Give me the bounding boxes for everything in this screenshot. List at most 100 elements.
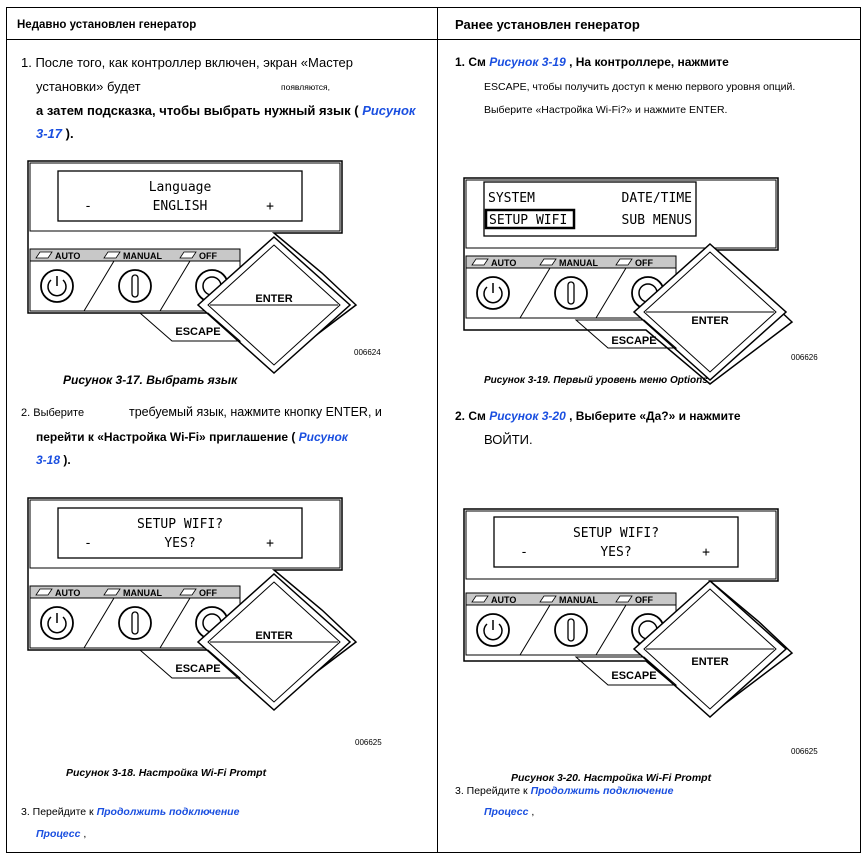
enter-button-inner bbox=[643, 251, 777, 373]
power-icon bbox=[483, 623, 503, 641]
auto-label: AUTO bbox=[55, 588, 80, 598]
menu-setup-wifi[interactable]: SETUP WIFI bbox=[489, 213, 567, 228]
controller-outline bbox=[463, 177, 794, 385]
manual-icon bbox=[567, 281, 575, 305]
left-step3-suffix: , bbox=[80, 828, 87, 840]
lcd-minus: - bbox=[84, 199, 92, 214]
off-label: OFF bbox=[635, 258, 653, 268]
left-column-header: Недавно установлен генератор bbox=[17, 19, 197, 31]
power-icon bbox=[483, 286, 503, 304]
divider bbox=[159, 260, 191, 312]
auto-led-icon bbox=[471, 258, 489, 266]
divider bbox=[595, 267, 627, 319]
figure-code: 006626 bbox=[791, 353, 818, 362]
menu-selection-highlight bbox=[484, 208, 576, 230]
auto-label: AUTO bbox=[491, 258, 516, 268]
lcd-plus: + bbox=[702, 545, 710, 560]
escape-label: ESCAPE bbox=[611, 335, 656, 347]
link-process[interactable]: Процесс bbox=[36, 828, 81, 840]
lcd-line1: SETUP WIFI? bbox=[573, 526, 659, 541]
controller-face bbox=[29, 162, 341, 232]
link-figure-3-18[interactable]: Рисунок bbox=[298, 430, 348, 444]
enter-button-inner bbox=[643, 588, 777, 710]
figure-code: 006625 bbox=[355, 738, 382, 747]
escape-button[interactable] bbox=[574, 656, 678, 686]
lcd-value: ENGLISH bbox=[153, 199, 208, 214]
off-label: OFF bbox=[199, 588, 217, 598]
enter-button-inner bbox=[207, 581, 341, 703]
manual-button[interactable] bbox=[118, 269, 152, 303]
manual-button[interactable] bbox=[118, 606, 152, 640]
manual-icon bbox=[131, 611, 139, 635]
link-figure-3-19[interactable]: Рисунок 3-19 bbox=[489, 55, 566, 69]
enter-button-inner bbox=[207, 244, 341, 366]
controller-face bbox=[465, 179, 777, 249]
controller-face bbox=[465, 510, 777, 580]
off-label: OFF bbox=[635, 595, 653, 605]
off-label: OFF bbox=[199, 251, 217, 261]
manual-led-icon bbox=[103, 251, 121, 259]
right-step2-line2: ВОЙТИ. bbox=[484, 432, 533, 447]
divider bbox=[519, 267, 551, 319]
menu-date-time[interactable]: DATE/TIME bbox=[622, 191, 692, 206]
menu-sub-menus[interactable]: SUB MENUS bbox=[622, 213, 692, 228]
auto-led-icon bbox=[471, 595, 489, 603]
enter-label: ENTER bbox=[255, 630, 292, 642]
left-step3-text: 3. Перейдите к bbox=[21, 806, 97, 818]
auto-label: AUTO bbox=[55, 251, 80, 261]
divider bbox=[83, 260, 115, 312]
controller-figure-3-17: Language - ENGLISH + AUTO MANUAL OFF ENT… bbox=[27, 160, 358, 375]
off-led-icon bbox=[615, 595, 633, 603]
lcd-screen bbox=[493, 516, 739, 568]
left-step3-line2: Процесс , bbox=[36, 828, 86, 840]
lcd-screen bbox=[57, 170, 303, 222]
link-figure-3-20[interactable]: Рисунок 3-20 bbox=[489, 409, 566, 423]
column-divider bbox=[437, 7, 438, 853]
manual-icon bbox=[567, 618, 575, 642]
left-step2-line2-text: перейти к «Настройка Wi-Fi» приглашение … bbox=[36, 430, 299, 444]
link-continue-connection[interactable]: Продолжить подключение bbox=[530, 785, 674, 797]
escape-button[interactable] bbox=[574, 319, 678, 349]
link-continue-connection[interactable]: Продолжить подключение bbox=[96, 806, 240, 818]
right-step3-suffix: , bbox=[528, 806, 535, 818]
right-step1-line2: ESCAPE, чтобы получить доступ к меню пер… bbox=[484, 81, 796, 93]
link-figure-3-17-number[interactable]: 3-17 bbox=[36, 126, 63, 141]
divider bbox=[595, 604, 627, 656]
escape-label: ESCAPE bbox=[175, 326, 220, 338]
figure-3-20-caption: Рисунок 3-20. Настройка Wi-Fi Prompt bbox=[511, 772, 712, 784]
escape-button[interactable] bbox=[138, 312, 242, 342]
left-step2-line3: 3-18 ). bbox=[36, 453, 71, 467]
manual-button[interactable] bbox=[554, 276, 588, 310]
controller-figure-3-20: SETUP WIFI? - YES? + AUTO MANUAL OFF ENT… bbox=[463, 508, 794, 719]
escape-label: ESCAPE bbox=[175, 663, 220, 675]
right-step1-rest: , На контроллере, нажмите bbox=[565, 55, 729, 69]
right-column-header: Ранее установлен генератор bbox=[455, 17, 640, 32]
right-step1-prefix: 1. См bbox=[455, 55, 490, 69]
lcd-line1: SETUP WIFI? bbox=[137, 517, 223, 532]
figure-3-19-caption: Рисунок 3-19. Первый уровень меню Option… bbox=[484, 375, 708, 386]
link-figure-3-18-number[interactable]: 3-18 bbox=[36, 453, 61, 467]
divider bbox=[83, 597, 115, 649]
right-step1-line3: Выберите «Настройка Wi-Fi?» и нажмите EN… bbox=[484, 104, 728, 116]
menu-system[interactable]: SYSTEM bbox=[488, 191, 535, 206]
auto-label: AUTO bbox=[491, 595, 516, 605]
escape-label: ESCAPE bbox=[611, 670, 656, 682]
manual-label: MANUAL bbox=[123, 251, 162, 261]
controller-figure-3-19: SYSTEM DATE/TIME SETUP WIFI SUB MENUS AU… bbox=[463, 177, 794, 385]
figure-3-17-caption: Рисунок 3-17. Выбрать язык bbox=[63, 373, 238, 387]
figure-3-18-caption: Рисунок 3-18. Настройка Wi-Fi Prompt bbox=[66, 767, 267, 779]
auto-led-icon bbox=[35, 588, 53, 596]
off-led-icon bbox=[179, 588, 197, 596]
off-led-icon bbox=[615, 258, 633, 266]
escape-button[interactable] bbox=[138, 649, 242, 679]
lcd-value: YES? bbox=[600, 545, 631, 560]
divider bbox=[519, 604, 551, 656]
lcd-value: YES? bbox=[164, 536, 195, 551]
right-step3-line2: Процесс , bbox=[484, 806, 534, 818]
left-step2-line2: перейти к «Настройка Wi-Fi» приглашение … bbox=[36, 430, 348, 444]
link-figure-3-17[interactable]: Рисунок bbox=[362, 103, 416, 118]
link-process[interactable]: Процесс bbox=[484, 806, 529, 818]
right-step1-line1: 1. См Рисунок 3-19 , На контроллере, наж… bbox=[455, 55, 729, 69]
manual-label: MANUAL bbox=[559, 258, 598, 268]
manual-button[interactable] bbox=[554, 613, 588, 647]
